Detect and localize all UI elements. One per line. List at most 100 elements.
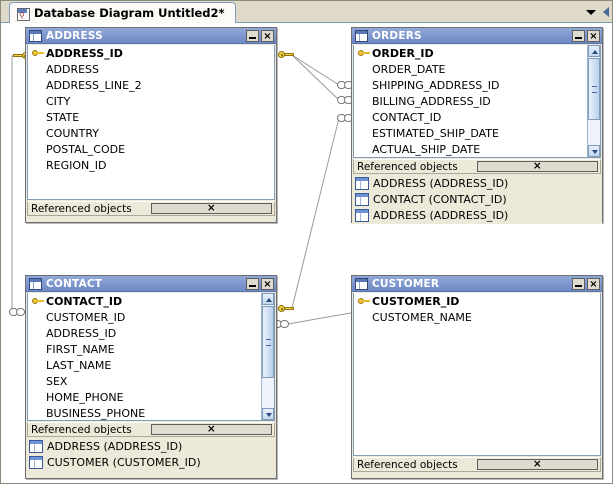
primary-key-icon bbox=[31, 47, 46, 59]
table-icon bbox=[29, 29, 42, 42]
field-list[interactable]: ORDER_ID ORDER_DATE SHIPPING_ADDRESS_ID … bbox=[353, 45, 601, 158]
table-name: CONTACT bbox=[46, 277, 103, 290]
referenced-objects-close-icon[interactable]: × bbox=[476, 459, 598, 470]
field-row[interactable]: ADDRESS_ID bbox=[46, 326, 117, 340]
field-row[interactable]: FIRST_NAME bbox=[46, 342, 115, 356]
scroll-down-arrow[interactable] bbox=[588, 145, 600, 157]
relationship-key-icon[interactable] bbox=[278, 304, 294, 313]
primary-key-icon bbox=[357, 295, 372, 307]
table-ref-icon bbox=[355, 176, 369, 190]
table-ref-icon bbox=[355, 208, 369, 222]
table-title-bar[interactable]: ORDERS × bbox=[352, 28, 602, 44]
list-item[interactable]: ADDRESS (ADDRESS_ID) bbox=[29, 438, 276, 454]
table-name: CUSTOMER bbox=[372, 277, 440, 290]
referenced-objects-label: Referenced objects bbox=[31, 423, 132, 436]
field-row[interactable]: STATE bbox=[46, 110, 80, 124]
table-window-orders[interactable]: ORDERS × ORDER_ID ORDER_DATE SHIPPING_AD… bbox=[351, 27, 603, 224]
field-row[interactable]: REGION_ID bbox=[46, 158, 107, 172]
table-title-bar[interactable]: CUSTOMER × bbox=[352, 276, 602, 292]
scroll-up-arrow[interactable] bbox=[262, 293, 274, 305]
table-name: ORDERS bbox=[372, 29, 422, 42]
diagram-canvas[interactable]: ADDRESS × ADDRESS_ID ADDRESS ADDRESS_LIN… bbox=[1, 23, 612, 483]
referenced-objects-label: Referenced objects bbox=[31, 202, 132, 215]
table-ref-icon bbox=[29, 439, 43, 453]
relationship-link-icon[interactable] bbox=[9, 308, 26, 316]
field-row[interactable]: POSTAL_CODE bbox=[46, 142, 126, 156]
minimize-button[interactable] bbox=[572, 29, 585, 42]
referenced-objects-label: Referenced objects bbox=[357, 458, 458, 471]
field-row[interactable]: BILLING_ADDRESS_ID bbox=[372, 94, 491, 108]
table-window-address[interactable]: ADDRESS × ADDRESS_ID ADDRESS ADDRESS_LIN… bbox=[25, 27, 277, 223]
close-button[interactable]: × bbox=[587, 277, 600, 290]
field-row[interactable]: LAST_NAME bbox=[46, 358, 112, 372]
referenced-objects-bar[interactable]: Referenced objects × bbox=[27, 201, 275, 216]
referenced-objects-bar[interactable]: Referenced objects × bbox=[27, 422, 275, 437]
field-row[interactable]: ADDRESS_ID bbox=[28, 45, 274, 61]
field-row[interactable]: SEX bbox=[46, 374, 68, 388]
scroll-up-arrow[interactable] bbox=[588, 45, 600, 57]
close-button[interactable]: × bbox=[261, 277, 274, 290]
tab-strip: ⚲ Database Diagram Untitled2* bbox=[1, 1, 612, 23]
field-row[interactable]: COUNTRY bbox=[46, 126, 99, 140]
close-button[interactable]: × bbox=[261, 29, 274, 42]
list-item[interactable]: ADDRESS (ADDRESS_ID) bbox=[355, 175, 602, 191]
primary-key-icon bbox=[31, 295, 46, 307]
field-row[interactable]: ORDER_ID bbox=[354, 45, 600, 61]
field-row[interactable]: CONTACT_ID bbox=[28, 293, 274, 309]
relationship-key-icon[interactable] bbox=[278, 50, 294, 59]
field-row[interactable]: CUSTOMER_NAME bbox=[372, 310, 472, 324]
referenced-objects-list: ADDRESS (ADDRESS_ID) CONTACT (CONTACT_ID… bbox=[352, 175, 602, 224]
list-item[interactable]: CUSTOMER (CUSTOMER_ID) bbox=[29, 454, 276, 470]
table-icon bbox=[29, 277, 42, 290]
tab-label: Database Diagram Untitled2* bbox=[34, 6, 225, 20]
referenced-objects-bar[interactable]: Referenced objects × bbox=[353, 159, 601, 174]
tab-database-diagram[interactable]: ⚲ Database Diagram Untitled2* bbox=[9, 2, 236, 23]
field-list[interactable]: CONTACT_ID CUSTOMER_ID ADDRESS_ID FIRST_… bbox=[27, 293, 275, 421]
field-row[interactable]: BUSINESS_PHONE bbox=[46, 406, 146, 420]
field-row[interactable]: CUSTOMER_ID bbox=[46, 310, 126, 324]
field-list-scrollbar[interactable] bbox=[261, 293, 274, 420]
referenced-objects-close-icon[interactable]: × bbox=[150, 203, 272, 214]
primary-key-icon bbox=[357, 47, 372, 59]
minimize-button[interactable] bbox=[246, 277, 259, 290]
field-row[interactable]: ACTUAL_SHIP_DATE bbox=[372, 142, 481, 156]
field-row[interactable]: CONTACT_ID bbox=[372, 110, 442, 124]
table-icon bbox=[355, 277, 368, 290]
database-diagram-icon: ⚲ bbox=[16, 7, 30, 21]
referenced-objects-list: ADDRESS (ADDRESS_ID) CUSTOMER (CUSTOMER_… bbox=[26, 438, 276, 471]
scrollbar-thumb[interactable] bbox=[262, 306, 274, 378]
table-ref-icon bbox=[29, 455, 43, 469]
scroll-left-icon[interactable] bbox=[603, 7, 609, 17]
minimize-button[interactable] bbox=[572, 277, 585, 290]
referenced-objects-label: Referenced objects bbox=[357, 160, 458, 173]
table-window-contact[interactable]: CONTACT × CONTACT_ID CUSTOMER_ID ADDRESS… bbox=[25, 275, 277, 479]
table-window-customer[interactable]: CUSTOMER × CUSTOMER_ID CUSTOMER_NAME Ref… bbox=[351, 275, 603, 479]
scroll-down-arrow[interactable] bbox=[262, 408, 274, 420]
scrollbar-thumb[interactable] bbox=[588, 58, 600, 120]
referenced-objects-bar[interactable]: Referenced objects × bbox=[353, 457, 601, 472]
field-row[interactable]: ESTIMATED_SHIP_DATE bbox=[372, 126, 499, 140]
field-list-scrollbar[interactable] bbox=[587, 45, 600, 157]
field-row[interactable]: HOME_PHONE bbox=[46, 390, 124, 404]
field-row[interactable]: ADDRESS bbox=[46, 62, 100, 76]
field-row[interactable]: ORDER_DATE bbox=[372, 62, 446, 76]
table-title-bar[interactable]: CONTACT × bbox=[26, 276, 276, 292]
close-button[interactable]: × bbox=[587, 29, 600, 42]
field-list[interactable]: CUSTOMER_ID CUSTOMER_NAME bbox=[353, 293, 601, 456]
tab-strip-controls bbox=[586, 1, 612, 23]
list-item[interactable]: ADDRESS (ADDRESS_ID) bbox=[355, 207, 602, 223]
list-item[interactable]: CONTACT (CONTACT_ID) bbox=[355, 191, 602, 207]
referenced-objects-close-icon[interactable]: × bbox=[150, 424, 272, 435]
field-list[interactable]: ADDRESS_ID ADDRESS ADDRESS_LINE_2 CITY S… bbox=[27, 45, 275, 200]
minimize-button[interactable] bbox=[246, 29, 259, 42]
chevron-down-icon[interactable] bbox=[586, 9, 596, 15]
table-title-bar[interactable]: ADDRESS × bbox=[26, 28, 276, 44]
field-row[interactable]: CITY bbox=[46, 94, 71, 108]
field-row[interactable]: ADDRESS_LINE_2 bbox=[46, 78, 142, 92]
referenced-objects-close-icon[interactable]: × bbox=[476, 161, 598, 172]
field-row[interactable]: SHIPPING_ADDRESS_ID bbox=[372, 78, 500, 92]
table-icon bbox=[355, 29, 368, 42]
table-ref-icon bbox=[355, 192, 369, 206]
field-row[interactable]: CUSTOMER_ID bbox=[354, 293, 600, 309]
